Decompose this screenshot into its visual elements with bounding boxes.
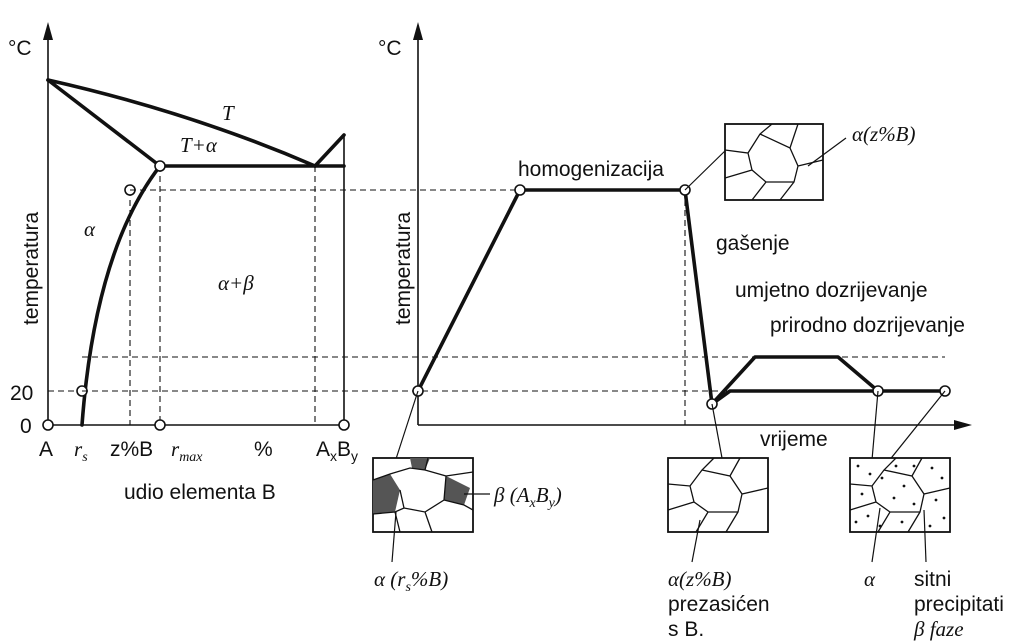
right-y-arrow	[413, 22, 423, 40]
label-umjetno: umjetno dozrijevanje	[735, 279, 928, 302]
left-tick-0: 0	[20, 415, 32, 438]
micro-quenched: α(z%B) prezasićen s B.	[667, 403, 770, 641]
solidus-line	[46, 78, 162, 168]
grain-lines-aged	[849, 457, 951, 533]
phase-diagram: °C temperatura 20 0 A rs z%B rmax % AxBy…	[8, 22, 358, 504]
region-T-alpha: T+α	[180, 133, 218, 157]
point-A	[42, 419, 54, 431]
micro-aged: α sitni precipitati β faze	[849, 390, 1004, 641]
leader-quenched	[711, 403, 723, 459]
grain-lines-initial	[372, 457, 474, 533]
right-x-axis-label: vrijeme	[760, 428, 828, 451]
x-label-rs: rs	[74, 437, 88, 465]
x-label-A: A	[39, 438, 53, 461]
left-tick-20: 20	[10, 382, 33, 405]
grain-lines-homog	[724, 123, 824, 201]
label-gasenje: gašenje	[716, 232, 790, 255]
point-axby-axis	[338, 419, 350, 431]
beta-precipitate-1	[373, 474, 400, 514]
region-alpha-beta: α+β	[218, 271, 254, 295]
fine-precipitates	[854, 464, 946, 528]
right-y-unit: °C	[378, 37, 402, 60]
leader-initial	[394, 390, 419, 463]
leader-quenched-label	[691, 519, 701, 563]
artificial-aging-curve	[710, 355, 880, 406]
micro-box-quenched	[667, 457, 769, 533]
label-alpha-rs: α (rs%B)	[374, 567, 448, 595]
leader-aged-1	[871, 390, 879, 461]
right-y-label: temperatura	[392, 211, 415, 325]
grain-lines-quenched	[667, 457, 769, 533]
label-beta-faze: β faze	[913, 617, 964, 641]
natural-aging-curve	[710, 389, 947, 406]
label-prirodno: prirodno dozrijevanje	[770, 314, 965, 337]
left-y-arrow	[43, 22, 53, 40]
point-rmax	[154, 160, 166, 172]
label-alpha-z-bottom: α(z%B)	[668, 567, 732, 591]
leader-alpha-rs	[391, 511, 397, 563]
leader-homog-label	[807, 137, 847, 167]
label-sB: s B.	[668, 618, 704, 641]
micro-box-homogenized	[724, 123, 824, 201]
x-label-rmax: rmax	[171, 437, 203, 465]
leader-sitni	[923, 509, 927, 563]
right-x-arrow	[954, 420, 972, 430]
x-label-percent: %	[254, 438, 273, 461]
liquidus-right-rise	[313, 133, 346, 168]
leader-homog	[684, 147, 729, 191]
beta-precipitate-2	[410, 458, 430, 470]
point-homog-start	[514, 184, 526, 196]
micro-initial: β (AxBy) α (rs%B)	[372, 390, 562, 595]
liquidus-line	[46, 78, 317, 168]
label-homogenizacija: homogenizacija	[518, 158, 664, 181]
label-sitni: sitni	[914, 568, 951, 591]
homogenization-curve	[416, 188, 714, 406]
beta-precipitate-3	[444, 476, 470, 505]
label-precipitati: precipitati	[914, 593, 1004, 616]
label-alpha-aged: α	[864, 567, 876, 591]
point-rmax-axis	[154, 419, 166, 431]
leader-alpha-aged	[871, 507, 881, 563]
region-T: T	[222, 101, 235, 125]
x-label-axby: AxBy	[316, 438, 358, 464]
micro-box-aged	[849, 457, 951, 533]
x-label-z: z%B	[110, 438, 153, 461]
region-alpha: α	[84, 217, 96, 241]
left-y-label: temperatura	[20, 211, 43, 325]
time-temperature-diagram: °C temperatura vrijeme homogenizacija ga…	[82, 22, 972, 451]
micro-homogenized: α(z%B)	[684, 122, 916, 201]
label-beta-axby: β (AxBy)	[493, 483, 562, 511]
left-y-unit: °C	[8, 37, 32, 60]
leader-aged-2	[887, 390, 946, 463]
label-prezasicen: prezasićen	[668, 593, 770, 616]
left-x-axis-label: udio elementa B	[124, 481, 276, 504]
solvus-curve	[80, 164, 162, 427]
label-alpha-z-top: α(z%B)	[852, 122, 916, 146]
